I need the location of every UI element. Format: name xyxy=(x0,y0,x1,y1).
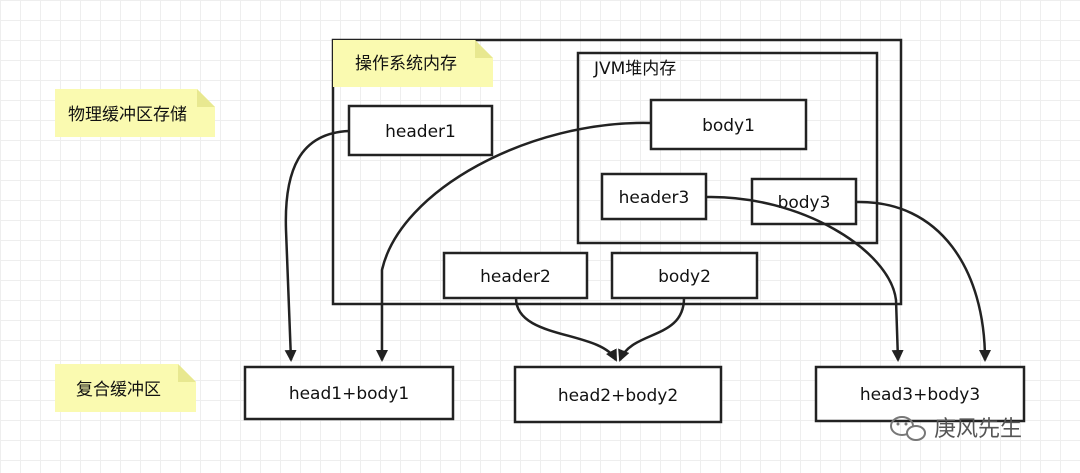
composite1-label: head1+body1 xyxy=(289,384,409,404)
arrow-body3-to-composite3 xyxy=(855,200,991,362)
watermark-text: 庚风先生 xyxy=(934,417,1022,442)
composite3-label: head3+body3 xyxy=(860,385,980,405)
jvm-heap-container xyxy=(576,51,879,245)
body2-box: body2 xyxy=(610,251,759,300)
body1-label: body1 xyxy=(702,116,755,136)
header3-label: header3 xyxy=(619,188,690,208)
os-memory-label: 操作系统内存 xyxy=(355,54,457,74)
os-memory-container xyxy=(331,38,903,306)
watermark: 庚风先生 xyxy=(890,416,1022,442)
wechat-icon xyxy=(890,416,926,441)
composite-buffer-label: 复合缓冲区 xyxy=(76,380,161,400)
arrow-header1-to-composite1 xyxy=(284,129,350,362)
os-memory-note: 操作系统内存 xyxy=(333,40,493,87)
header2-box: header2 xyxy=(442,251,589,300)
jvm-heap-label: JVM堆内存 xyxy=(593,59,676,79)
body1-box: body1 xyxy=(649,98,808,151)
body2-label: body2 xyxy=(658,267,711,287)
header1-label: header1 xyxy=(385,122,456,142)
composite-buffer-note: 复合缓冲区 xyxy=(55,364,196,412)
physical-buffer-note: 物理缓冲区存储 xyxy=(55,89,215,137)
composite1-box: head1+body1 xyxy=(243,365,455,421)
header1-box: header1 xyxy=(347,104,494,157)
body3-label: body3 xyxy=(778,193,831,213)
physical-buffer-label: 物理缓冲区存储 xyxy=(68,105,187,125)
arrow-body2-to-composite2 xyxy=(618,297,686,362)
arrow-header3-to-composite3 xyxy=(705,195,904,362)
composite2-box: head2+body2 xyxy=(513,365,723,424)
body3-box: body3 xyxy=(750,177,858,226)
header3-box: header3 xyxy=(600,172,708,221)
header2-label: header2 xyxy=(480,267,551,287)
arrow-body1-to-composite1 xyxy=(376,121,652,362)
arrow-header2-to-composite2 xyxy=(514,297,618,362)
composite2-label: head2+body2 xyxy=(558,386,678,406)
composite3-box: head3+body3 xyxy=(814,365,1026,423)
